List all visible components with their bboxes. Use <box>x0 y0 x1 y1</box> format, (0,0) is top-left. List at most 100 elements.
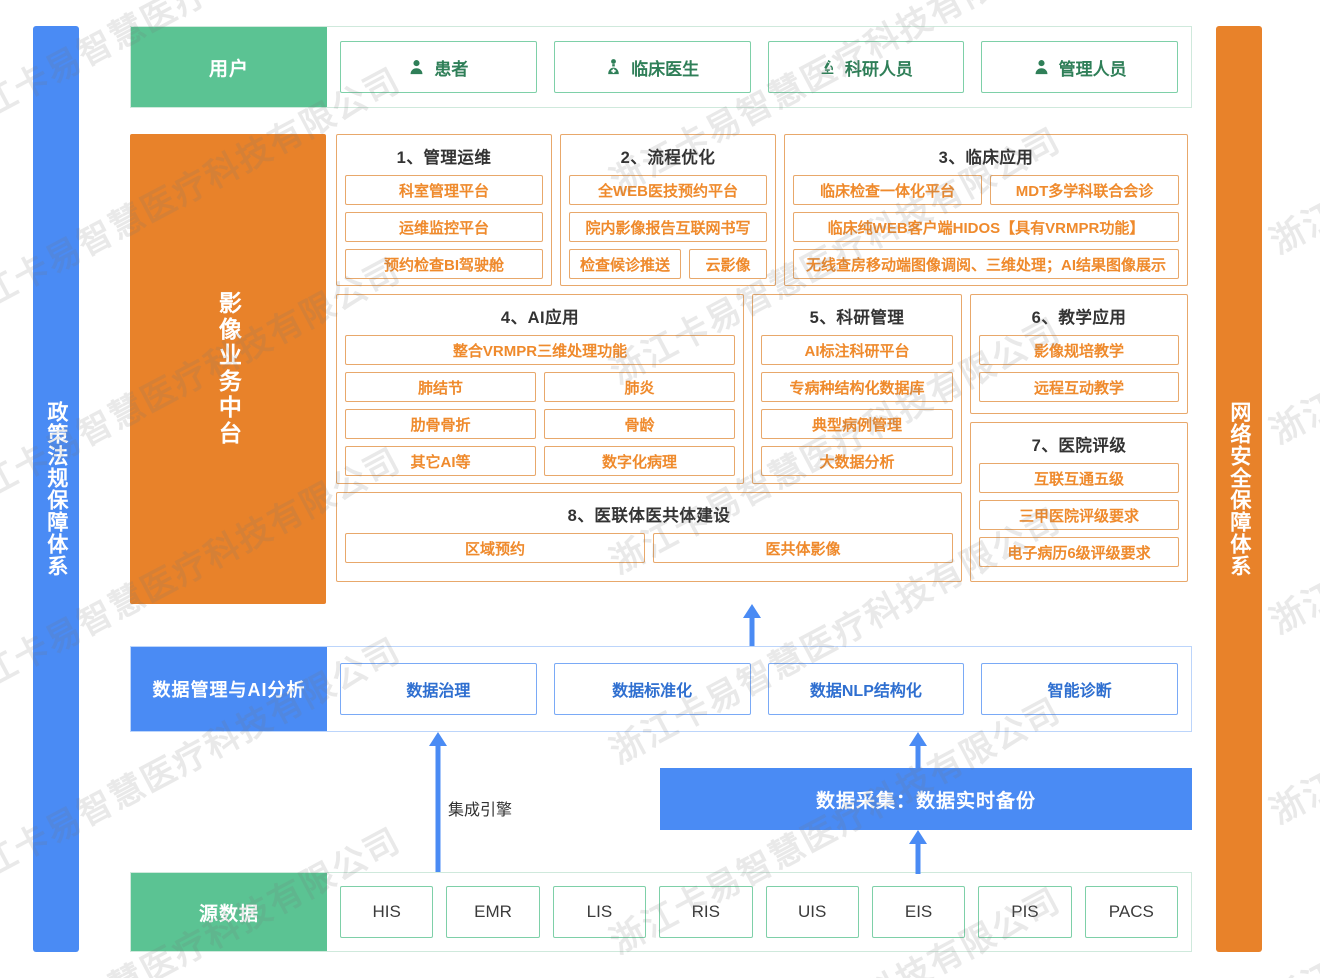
data-management-chip[interactable]: 数据治理 <box>340 663 537 715</box>
watermark-text: 浙江卡易智慧医疗科技有限公司 <box>1264 561 1320 832</box>
imaging-midplatform-label-text: 影像业务中台 <box>215 291 242 447</box>
arrow-source-to-data-integration <box>428 732 448 872</box>
user-chip[interactable]: 科研人员 <box>767 41 965 93</box>
capability-item[interactable]: 影像规培教学 <box>979 335 1179 365</box>
arrow-collection-to-data <box>908 732 928 770</box>
capability-row: 区域预约医共体影像 <box>345 533 953 563</box>
capability-item[interactable]: 预约检查BI驾驶舱 <box>345 249 543 279</box>
capability-item[interactable]: 肋骨骨折 <box>345 409 536 439</box>
capability-item[interactable]: 大数据分析 <box>761 446 953 476</box>
capability-row: 检查候诊推送云影像 <box>569 249 767 279</box>
user-chip-label: 患者 <box>434 59 469 79</box>
capability-item[interactable]: 骨龄 <box>544 409 735 439</box>
capability-item[interactable]: 临床纯WEB客户端HIDOS【具有VRMPR功能】 <box>793 212 1179 242</box>
source-data-chip[interactable]: PACS <box>1084 886 1178 938</box>
capability-row: 临床纯WEB客户端HIDOS【具有VRMPR功能】 <box>793 212 1179 242</box>
capability-item[interactable]: 整合VRMPR三维处理功能 <box>345 335 735 365</box>
capability-item[interactable]: 临床检查一体化平台 <box>793 175 982 205</box>
capability-item[interactable]: 院内影像报告互联网书写 <box>569 212 767 242</box>
capability-item[interactable]: 运维监控平台 <box>345 212 543 242</box>
capability-group: 6、教学应用影像规培教学远程互动教学 <box>970 294 1188 414</box>
user-chip-label: 管理人员 <box>1058 59 1127 79</box>
capability-item[interactable]: 肺炎 <box>544 372 735 402</box>
user-chip[interactable]: 管理人员 <box>981 41 1178 93</box>
capability-group: 8、医联体医共体建设区域预约医共体影像 <box>336 492 962 582</box>
capability-item[interactable]: 检查候诊推送 <box>569 249 681 279</box>
microscope-icon <box>819 58 836 76</box>
capability-group-title: 5、科研管理 <box>809 309 905 327</box>
policy-regulation-rail: 政策法规保障体系 <box>33 26 79 952</box>
capability-row: 典型病例管理 <box>761 409 953 439</box>
data-management-chip[interactable]: 数据标准化 <box>553 663 751 715</box>
capability-group: 4、AI应用整合VRMPR三维处理功能肺结节肺炎肋骨骨折骨龄其它AI等数字化病理 <box>336 294 744 484</box>
data-management-chip[interactable]: 智能诊断 <box>981 663 1178 715</box>
capability-group-title: 1、管理运维 <box>396 149 492 167</box>
capability-group: 5、科研管理 AI标注科研平台专病种结构化数据库典型病例管理大数据分析 <box>752 294 962 484</box>
source-data-chip[interactable]: RIS <box>659 886 753 938</box>
capability-row: 运维监控平台 <box>345 212 543 242</box>
arrow-data-to-midplatform <box>742 604 762 646</box>
capability-item[interactable]: 互联互通五级 <box>979 463 1179 493</box>
capability-item[interactable]: 数字化病理 <box>544 446 735 476</box>
capability-row: 肋骨骨折骨龄 <box>345 409 735 439</box>
capability-group: 7、医院评级互联互通五级三甲医院评级要求电子病历6级评级要求 <box>970 422 1188 582</box>
user-band-label: 用户 <box>131 27 327 107</box>
network-security-rail-label: 网络安全保障体系 <box>1227 401 1251 577</box>
watermark-text: 浙江卡易智慧医疗科技有限公司 <box>1264 371 1320 642</box>
capability-row: 影像规培教学 <box>979 335 1179 365</box>
source-data-chip[interactable]: HIS <box>340 886 434 938</box>
person-icon <box>1033 58 1050 76</box>
source-data-chip[interactable]: LIS <box>552 886 647 938</box>
user-chip[interactable]: 患者 <box>340 41 537 93</box>
capability-item[interactable]: 科室管理平台 <box>345 175 543 205</box>
capability-row: 肺结节肺炎 <box>345 372 735 402</box>
capability-row: 其它AI等数字化病理 <box>345 446 735 476</box>
capability-item[interactable]: 电子病历6级评级要求 <box>979 537 1179 567</box>
capability-item[interactable]: 典型病例管理 <box>761 409 953 439</box>
watermark-text: 浙江卡易智慧医疗科技有限公司 <box>1264 751 1320 978</box>
capability-item[interactable]: 肺结节 <box>345 372 536 402</box>
capability-row: 全WEB医技预约平台 <box>569 175 767 205</box>
capability-row: 专病种结构化数据库 <box>761 372 953 402</box>
capability-group-title: 8、医联体医共体建设 <box>567 507 731 525</box>
data-management-items: 数据治理数据标准化数据NLP结构化智能诊断 <box>327 647 1191 731</box>
source-data-chip[interactable]: EMR <box>446 886 540 938</box>
capability-item[interactable]: 区域预约 <box>345 533 645 563</box>
source-data-band-label: 源数据 <box>131 873 327 951</box>
capability-row: 远程互动教学 <box>979 372 1179 402</box>
capability-item[interactable]: 三甲医院评级要求 <box>979 500 1179 530</box>
capability-row: 临床检查一体化平台 MDT多学科联合会诊 <box>793 175 1179 205</box>
capability-item[interactable]: AI标注科研平台 <box>761 335 953 365</box>
capability-item[interactable]: 全WEB医技预约平台 <box>569 175 767 205</box>
capability-group: 1、管理运维科室管理平台运维监控平台预约检查BI驾驶舱 <box>336 134 552 286</box>
capability-group-title: 4、AI应用 <box>500 309 580 327</box>
user-chip[interactable]: 临床医生 <box>553 41 751 93</box>
user-items: 患者 临床医生 科研人员 管理人员 <box>327 27 1191 107</box>
capability-item[interactable]: 无线查房移动端图像调阅、三维处理；AI结果图像展示 <box>793 249 1179 279</box>
watermark-text: 浙江卡易智慧医疗科技有限公司 <box>1260 933 1320 978</box>
data-management-chip[interactable]: 数据NLP结构化 <box>767 663 965 715</box>
user-band: 用户 患者 临床医生 科研人员 管理人员 <box>130 26 1192 108</box>
capability-row: 三甲医院评级要求 <box>979 500 1179 530</box>
capability-item[interactable]: MDT多学科联合会诊 <box>990 175 1179 205</box>
source-data-chip[interactable]: EIS <box>871 886 966 938</box>
capability-item[interactable]: 云影像 <box>689 249 767 279</box>
capability-item[interactable]: 远程互动教学 <box>979 372 1179 402</box>
capability-row: AI标注科研平台 <box>761 335 953 365</box>
arrow-source-to-collection <box>908 830 928 874</box>
capability-item[interactable]: 其它AI等 <box>345 446 536 476</box>
capability-row: 无线查房移动端图像调阅、三维处理；AI结果图像展示 <box>793 249 1179 279</box>
capability-row: 大数据分析 <box>761 446 953 476</box>
capability-row: 科室管理平台 <box>345 175 543 205</box>
user-chip-label: 科研人员 <box>844 59 913 79</box>
capability-item[interactable]: 专病种结构化数据库 <box>761 372 953 402</box>
source-data-chip[interactable]: PIS <box>978 886 1072 938</box>
capability-item[interactable]: 医共体影像 <box>653 533 953 563</box>
diagram-board: 用户 患者 临床医生 科研人员 管理人员 影像业务中台 1、管理运维科室管理平台运维监… <box>130 26 1192 952</box>
source-data-chip[interactable]: UIS <box>765 886 859 938</box>
watermark-text: 浙江卡易智慧医疗科技有限公司 <box>1264 181 1320 452</box>
